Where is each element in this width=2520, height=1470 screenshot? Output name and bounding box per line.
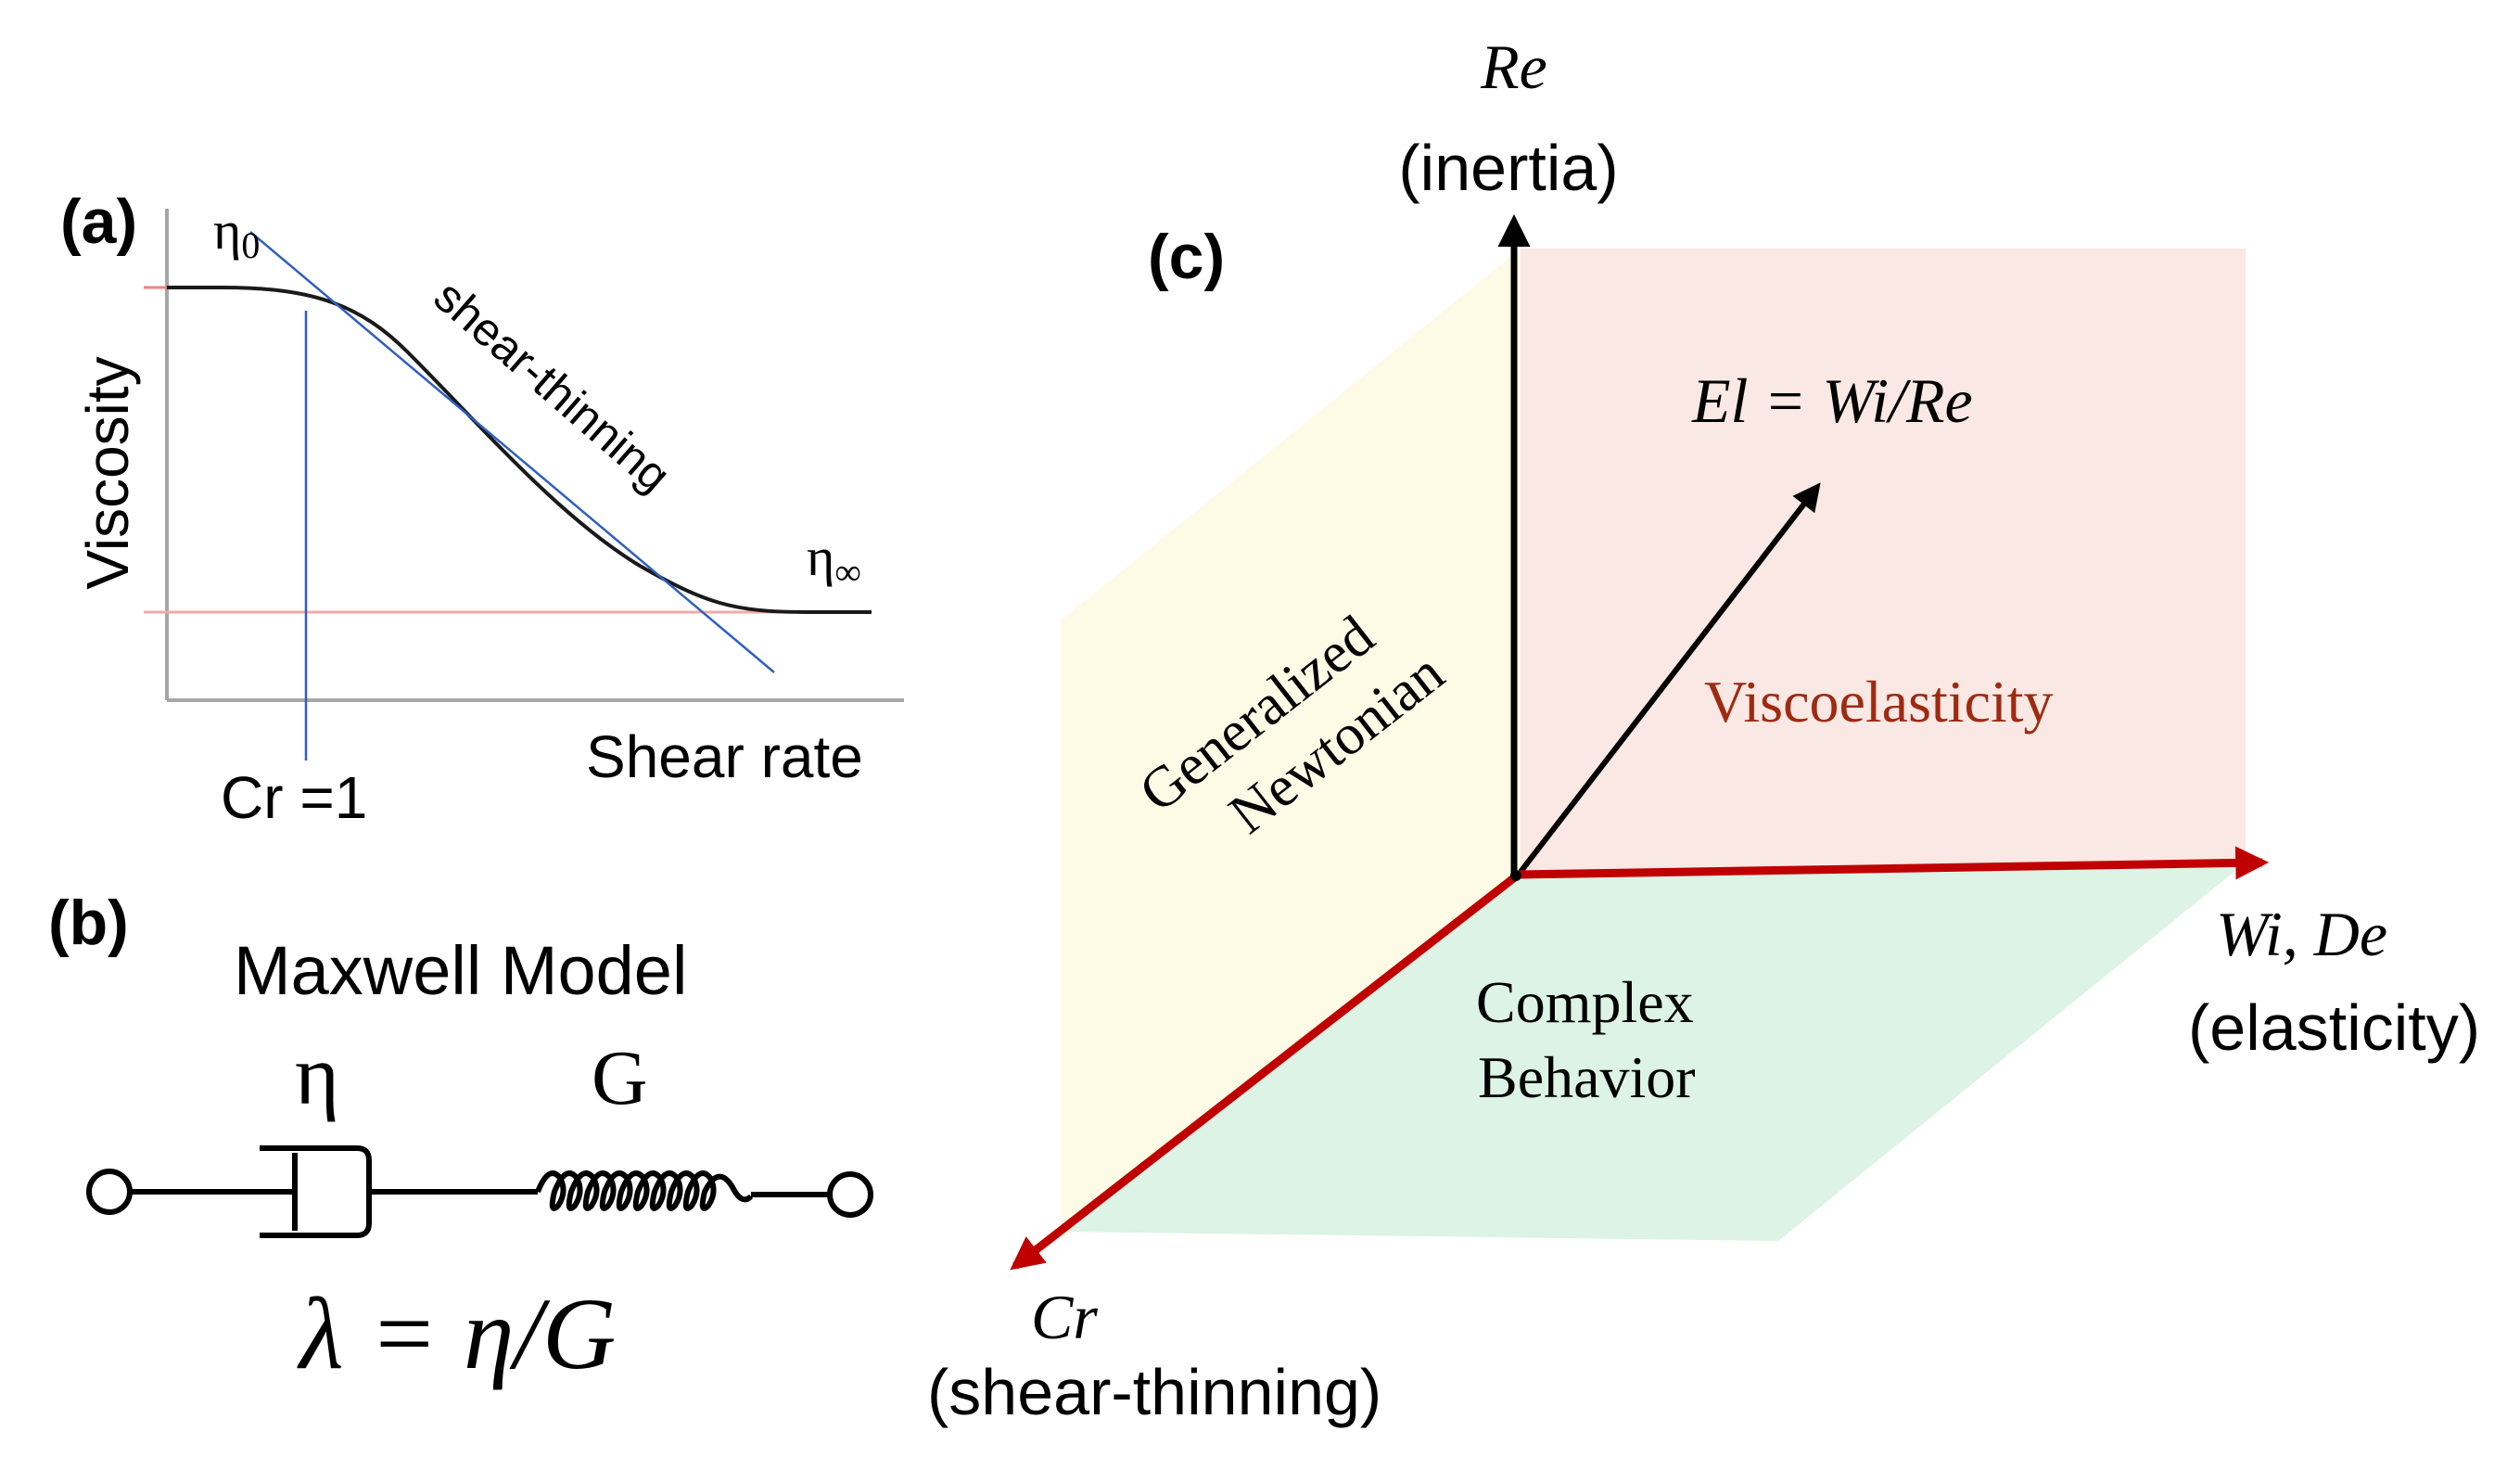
maxwell-circuit	[86, 1145, 873, 1238]
cr-axis	[1010, 873, 1519, 1271]
behavior-word: Behavior	[1478, 1044, 1696, 1110]
cr-axis-description: (shear-thinning)	[927, 1356, 1381, 1428]
panel-b-label: (b)	[48, 888, 129, 958]
relaxation-time-formula: λ = η/G	[297, 1277, 616, 1390]
complex-word: Complex	[1476, 969, 1694, 1035]
spring-g-label: G	[592, 1035, 648, 1121]
shear-thinning-label: shear-thinning	[425, 270, 681, 502]
spring-coil	[535, 1170, 754, 1211]
el-formula-label: El = Wi/Re	[1691, 365, 1973, 436]
complex-behavior-plane	[1062, 863, 2246, 1241]
viscoelastic-plane	[1521, 249, 2246, 876]
eta0-label: η0	[213, 200, 260, 266]
generalized-newtonian-plane	[1062, 249, 1521, 1241]
cr-equals-one-label: Cr =1	[221, 764, 367, 831]
left-terminal	[86, 1169, 133, 1215]
viscosity-curve	[167, 286, 872, 614]
maxwell-model-title: Maxwell Model	[234, 932, 687, 1009]
wi-axis	[1518, 846, 2270, 880]
wi-axis-description: (elasticity)	[2188, 991, 2480, 1064]
panel-a-label: (a)	[60, 186, 137, 257]
cr-axis-label: Cr	[1031, 1282, 1098, 1352]
re-axis-label: Re	[1480, 32, 1547, 102]
panel-a: (a) η0 η∞ shear-thinning Viscosity Shear…	[60, 186, 904, 831]
panel-c: (c) Re (inertia) El = Wi/Re Wi, De (elas…	[927, 32, 2480, 1428]
eta-inf-label: η∞	[807, 527, 861, 593]
origin-point	[1510, 870, 1521, 881]
wi-axis-label: Wi, De	[2216, 899, 2387, 969]
panel-c-label: (c)	[1148, 222, 1225, 292]
el-arrow	[1518, 482, 1821, 874]
shear-thinning-tangent	[249, 231, 775, 673]
panel-b: (b) Maxwell Model η G λ = η/G	[48, 888, 873, 1390]
viscosity-axis-label: Viscosity	[74, 356, 141, 589]
right-terminal	[827, 1171, 873, 1218]
dashpot-eta-label: η	[295, 1028, 339, 1122]
shear-rate-axis-label: Shear rate	[586, 723, 863, 790]
re-axis-description: (inertia)	[1398, 132, 1618, 204]
viscoelasticity-label: Viscoelasticity	[1704, 669, 2054, 735]
